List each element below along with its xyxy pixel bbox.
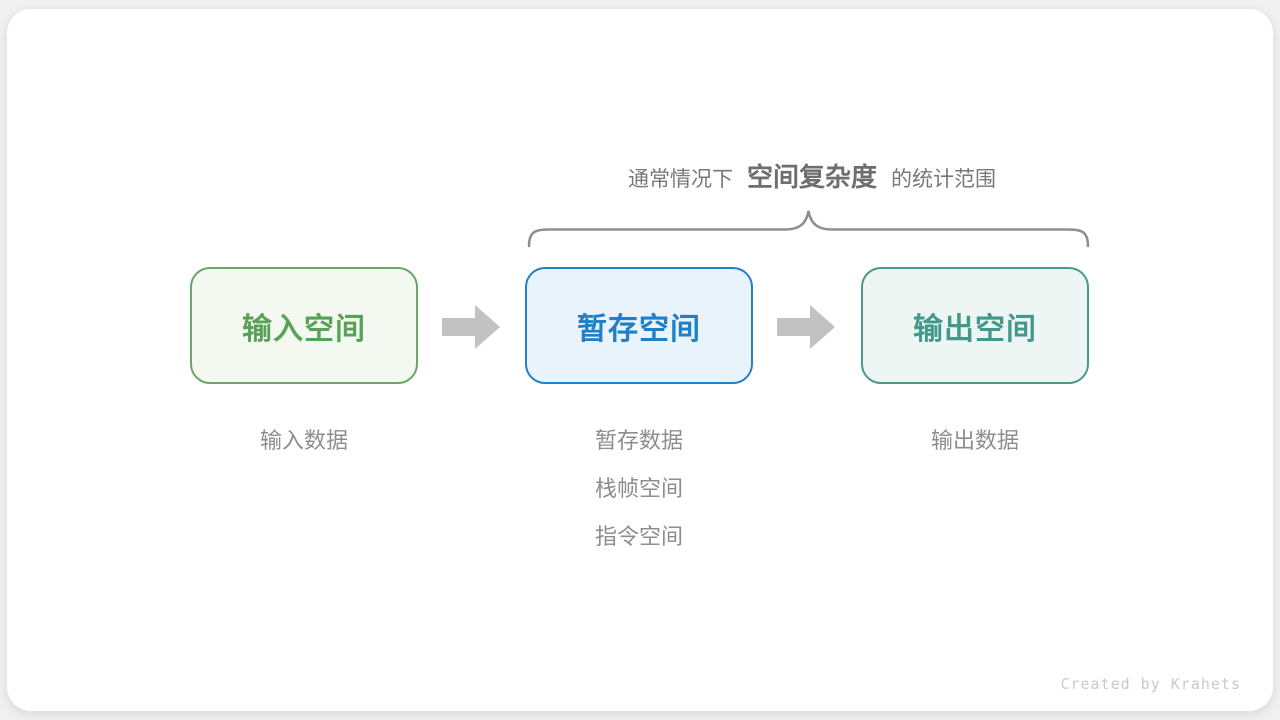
caption-temp-data: 暂存数据 栈帧空间 指令空间 <box>525 417 753 561</box>
arrow-right-icon <box>777 305 835 349</box>
annotation-suffix: 的统计范围 <box>891 168 996 191</box>
annotation-title: 通常情况下空间复杂度的统计范围 <box>457 157 1167 194</box>
box-input-space: 输入空间 <box>190 267 418 384</box>
caption-line: 输出数据 <box>930 428 1019 453</box>
arrow-right-icon <box>442 305 500 349</box>
brace-icon <box>527 210 1090 248</box>
box-input-space-label: 输入空间 <box>242 312 366 346</box>
box-output-space: 输出空间 <box>861 267 1089 384</box>
caption-output-data: 输出数据 <box>861 417 1089 465</box>
box-temp-space: 暂存空间 <box>525 267 753 384</box>
caption-line: 指令空间 <box>594 524 683 549</box>
box-output-space-label: 输出空间 <box>913 312 1037 346</box>
caption-line: 暂存数据 <box>594 428 683 453</box>
box-temp-space-label: 暂存空间 <box>577 312 701 346</box>
annotation-highlight: 空间复杂度 <box>746 162 877 192</box>
credit-text: Created by Krahets <box>1060 675 1241 693</box>
diagram-card: 通常情况下空间复杂度的统计范围 输入空间 暂存空间 输出空间 输入数据 暂存数据… <box>7 9 1273 711</box>
caption-line: 栈帧空间 <box>594 476 683 501</box>
caption-input-data: 输入数据 <box>190 417 418 465</box>
caption-line: 输入数据 <box>259 428 348 453</box>
annotation-prefix: 通常情况下 <box>627 168 733 191</box>
